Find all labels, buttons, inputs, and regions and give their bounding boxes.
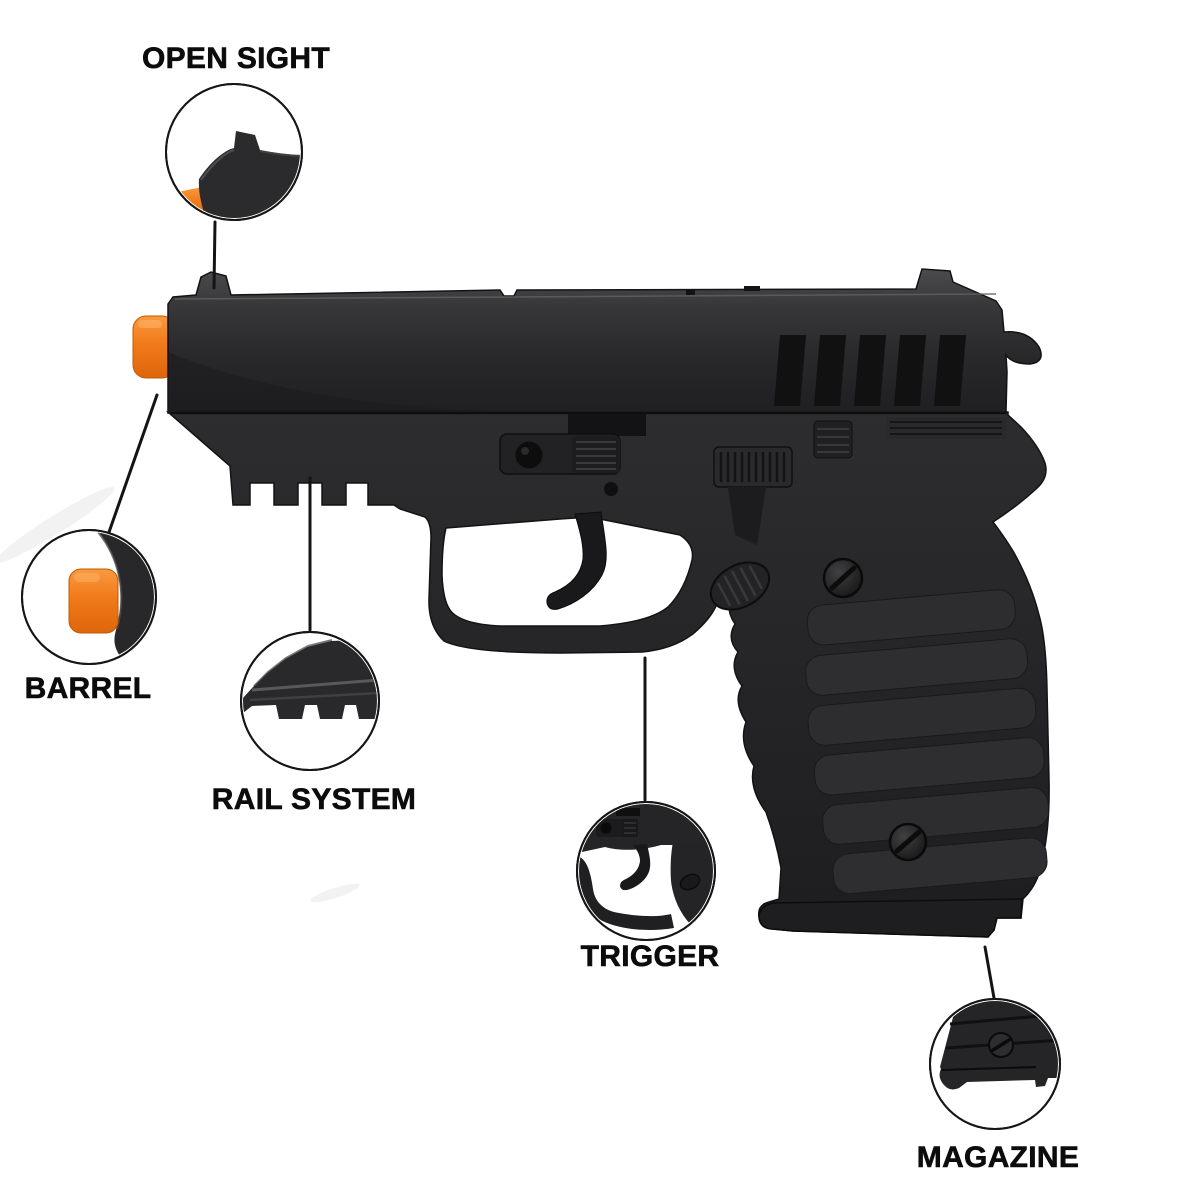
takedown-lever <box>499 433 621 475</box>
frame-oval-button <box>709 561 771 611</box>
callout-label-rail-system: RAIL SYSTEM <box>211 783 417 817</box>
callout-label-magazine: MAGAZINE <box>916 1141 1080 1175</box>
pistol <box>132 268 1050 938</box>
callout-line-open-sight <box>212 220 217 290</box>
trigger-blade <box>546 511 607 610</box>
slide <box>167 268 1042 415</box>
barrel-detail-circle <box>21 529 157 665</box>
callout-label-trigger: TRIGGER <box>580 940 720 974</box>
grip-texture <box>805 589 1050 895</box>
rail-system-detail-circle <box>240 631 380 771</box>
magazine-detail-circle <box>929 998 1061 1130</box>
callout-line-barrel <box>106 393 159 537</box>
rear-frame-serration <box>886 417 1006 439</box>
slide-release-lever <box>713 446 793 545</box>
safety-lever <box>813 420 853 459</box>
trigger-detail-circle <box>576 801 716 941</box>
open-sight-detail-circle <box>165 83 303 221</box>
frame-pin <box>604 482 618 496</box>
slide-serrations <box>774 335 966 406</box>
frame-step-notch <box>568 410 646 436</box>
magazine-base-plate <box>758 898 1023 938</box>
callout-label-barrel: BARREL <box>24 672 152 706</box>
slide-top-highlight <box>174 293 997 300</box>
frame <box>165 410 1050 938</box>
callout-line-magazine <box>983 945 996 1000</box>
callout-label-open-sight: OPEN SIGHT <box>141 42 331 76</box>
grip-screw-top <box>822 557 864 599</box>
barrel-orange-tip <box>132 315 176 379</box>
callout-lines <box>106 220 996 1000</box>
grip-screw-bottom <box>888 822 928 862</box>
background-shadow <box>0 487 360 903</box>
